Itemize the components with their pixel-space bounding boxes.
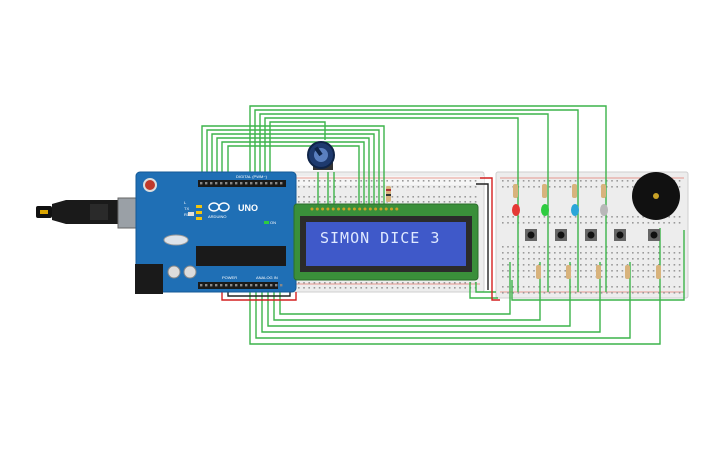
pushbutton-4: [614, 229, 626, 241]
board-model: UNO: [238, 203, 258, 213]
pushbutton-3: [585, 229, 597, 241]
lcd-display-text: SIMON DICE 3: [320, 229, 440, 247]
wires-power[interactable]: [221, 177, 500, 301]
pushbutton-2: [555, 229, 567, 241]
led-red: [512, 204, 520, 216]
usb-cable[interactable]: [36, 197, 139, 229]
resistors-bottom[interactable]: [536, 265, 661, 279]
led-blue: [571, 204, 579, 216]
led-white: [600, 204, 608, 216]
pushbuttons[interactable]: [525, 229, 660, 241]
led-green: [541, 204, 549, 216]
lcd-16x2[interactable]: SIMON DICE 3: [293, 203, 479, 281]
power-label: POWER: [222, 275, 237, 280]
l-led-label: L: [184, 200, 187, 205]
board-brand: ARDUINO: [208, 214, 226, 219]
digital-label: DIGITAL (PWM~): [236, 174, 268, 179]
on-led-label: ON: [270, 220, 276, 225]
pushbutton-5: [648, 229, 660, 241]
lcd-resistor[interactable]: [386, 186, 391, 202]
potentiometer[interactable]: [307, 141, 335, 170]
leds-group[interactable]: [512, 204, 608, 216]
reset-button[interactable]: [143, 178, 157, 192]
pushbutton-1: [525, 229, 537, 241]
tx-led-label: TX: [184, 206, 189, 211]
analog-label: ANALOG IN: [256, 275, 278, 280]
arduino-uno-board[interactable]: UNO ARDUINO DIGITAL (PWM~) POWER ANALOG …: [135, 171, 297, 294]
arduino-logo: [208, 202, 230, 212]
piezo-buzzer[interactable]: [632, 172, 680, 220]
resistors-top[interactable]: [513, 184, 606, 198]
rx-led-label: RX: [184, 212, 190, 217]
